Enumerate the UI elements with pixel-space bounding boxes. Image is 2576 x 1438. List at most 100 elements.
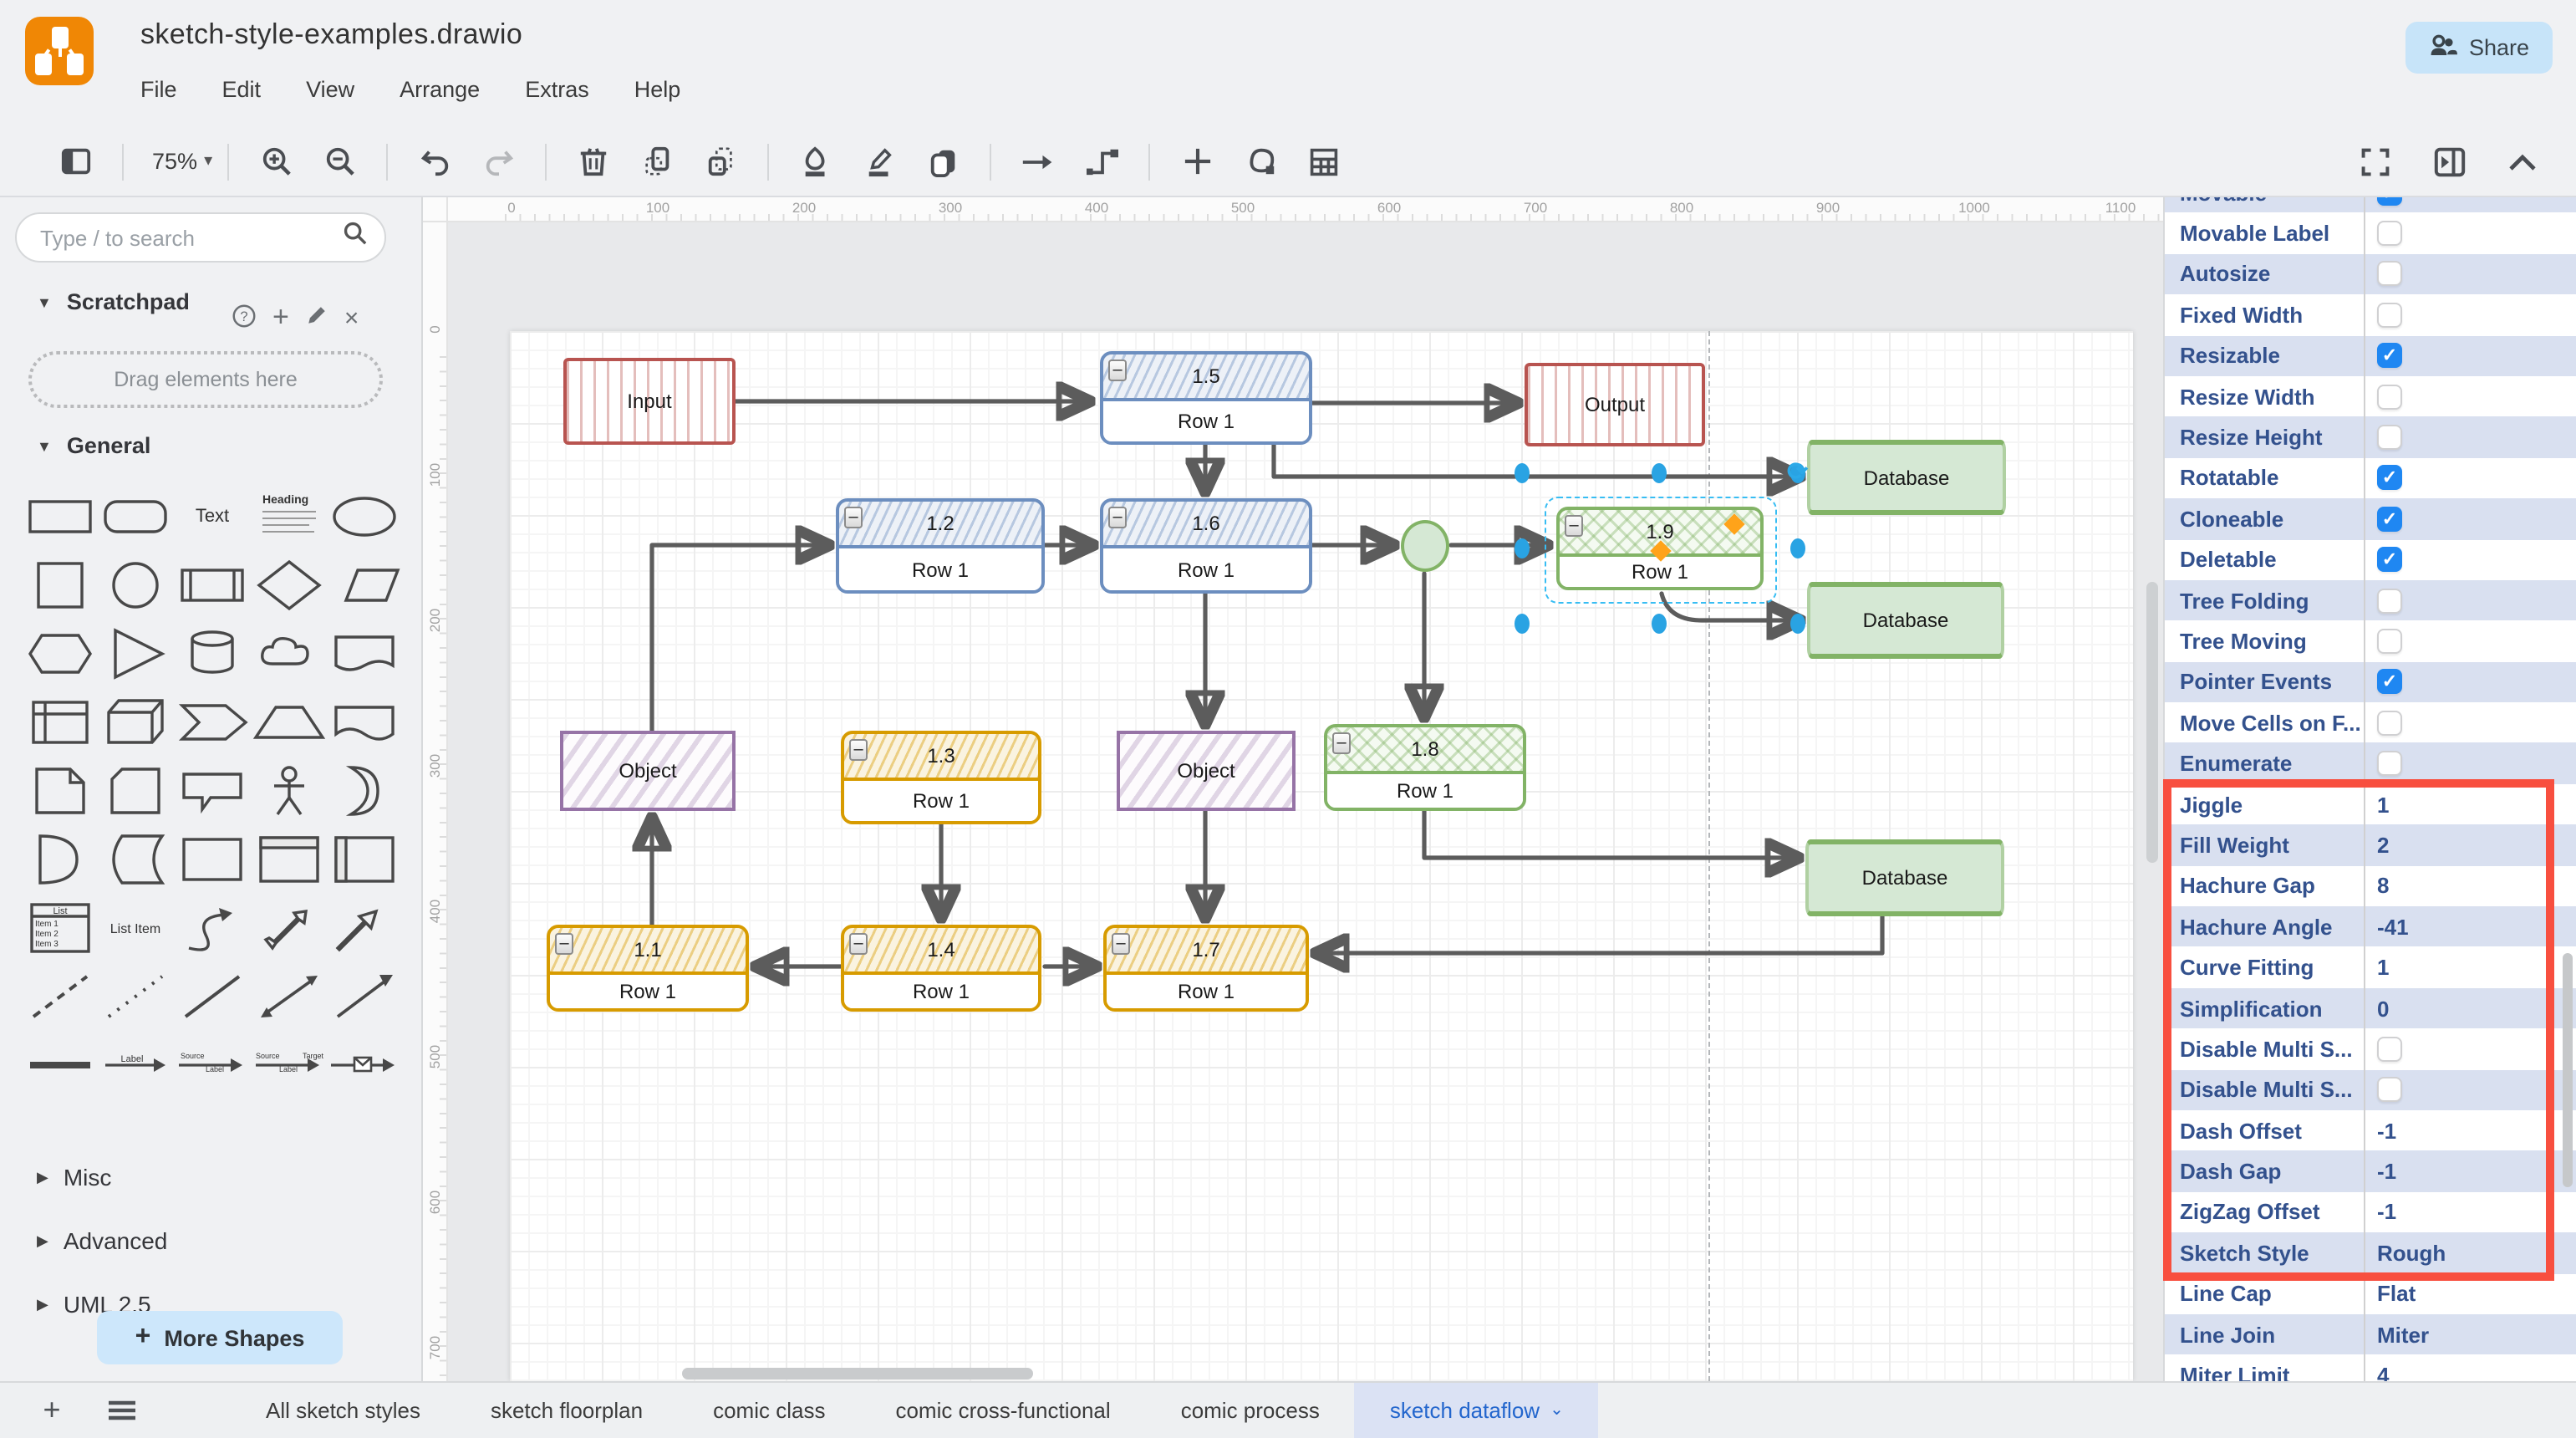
- shape-link[interactable]: [22, 1030, 98, 1099]
- general-section[interactable]: ▼ General: [37, 433, 150, 458]
- freehand-button[interactable]: [1239, 140, 1282, 183]
- unchecked-checkbox[interactable]: [2377, 1078, 2402, 1103]
- menu-extras[interactable]: Extras: [525, 77, 589, 102]
- shape-actor[interactable]: [251, 756, 327, 824]
- shape-cloud[interactable]: [251, 619, 327, 687]
- unchecked-checkbox[interactable]: [2377, 384, 2402, 409]
- checked-checkbox[interactable]: ✓: [2377, 670, 2402, 695]
- node-n17[interactable]: 1.7Row 1–: [1103, 925, 1309, 1012]
- property-value[interactable]: 4: [2377, 1363, 2389, 1381]
- shape-bidirectional-connector[interactable]: [251, 961, 327, 1030]
- waypoints-button[interactable]: [1080, 140, 1123, 183]
- property-value[interactable]: Flat: [2377, 1281, 2416, 1306]
- shape-triangle[interactable]: [98, 619, 174, 687]
- section-misc[interactable]: ▶Misc: [37, 1164, 111, 1191]
- property-value[interactable]: -1: [2377, 1200, 2396, 1225]
- panel-toggle-button[interactable]: [53, 140, 97, 183]
- shape-note[interactable]: [22, 756, 98, 824]
- page-tab-sketch-floorplan[interactable]: sketch floorplan: [456, 1383, 678, 1438]
- unchecked-checkbox[interactable]: [2377, 221, 2402, 246]
- zoom-out-button[interactable]: [318, 140, 361, 183]
- shape-and[interactable]: [22, 824, 98, 893]
- shape-data-storage[interactable]: [98, 824, 174, 893]
- shape-callout[interactable]: [174, 756, 250, 824]
- fullscreen-button[interactable]: [2354, 140, 2397, 184]
- shape-document[interactable]: [327, 619, 403, 687]
- scratchpad-dropzone[interactable]: Drag elements here: [28, 351, 383, 408]
- menu-arrange[interactable]: Arrange: [400, 77, 480, 102]
- page-tab-comic-cross-functional[interactable]: comic cross-functional: [860, 1383, 1145, 1438]
- shape-parallelogram[interactable]: [327, 550, 403, 619]
- panel-scrollbar[interactable]: [2563, 953, 2573, 1187]
- collapse-icon[interactable]: –: [1112, 933, 1130, 955]
- menu-file[interactable]: File: [140, 77, 177, 102]
- collapse-icon[interactable]: –: [849, 739, 868, 761]
- collapse-icon[interactable]: –: [1108, 507, 1127, 528]
- scratchpad-help-icon[interactable]: ?: [232, 303, 256, 332]
- shape-step[interactable]: [174, 687, 250, 756]
- node-db2[interactable]: Database: [1807, 582, 2004, 659]
- to-back-button[interactable]: [699, 140, 742, 183]
- node-objL[interactable]: Object: [560, 731, 736, 811]
- share-button[interactable]: Share: [2405, 22, 2553, 74]
- shape-or[interactable]: [327, 756, 403, 824]
- shape-dashed-line[interactable]: [22, 961, 98, 1030]
- collapse-icon[interactable]: –: [849, 933, 868, 955]
- shape-hexagon[interactable]: [22, 619, 98, 687]
- node-n19[interactable]: 1.9Row 1–: [1556, 507, 1764, 590]
- shape-arrow-envelope[interactable]: [327, 1030, 403, 1099]
- shape-vertical-container[interactable]: [251, 824, 327, 893]
- selection-handle[interactable]: [1514, 463, 1529, 483]
- scratchpad-section[interactable]: ▼ Scratchpad: [37, 289, 190, 314]
- collapse-icon[interactable]: –: [555, 933, 573, 955]
- checked-checkbox[interactable]: ✓: [2377, 547, 2402, 572]
- line-color-button[interactable]: [858, 140, 901, 183]
- insert-button[interactable]: [1175, 140, 1219, 183]
- checked-checkbox[interactable]: ✓: [2377, 344, 2402, 369]
- diagram-canvas[interactable]: Input1.5Row 1–OutputDatabase1.2Row 1–1.6…: [423, 197, 2165, 1381]
- undo-button[interactable]: [413, 140, 456, 183]
- property-value[interactable]: 0: [2377, 996, 2389, 1021]
- checked-checkbox[interactable]: ✓: [2377, 507, 2402, 532]
- table-button[interactable]: [1302, 140, 1346, 183]
- shape-text[interactable]: Text: [174, 482, 250, 550]
- connection-button[interactable]: [1016, 140, 1060, 183]
- property-value[interactable]: 1: [2377, 955, 2389, 980]
- page-tab-all-sketch-styles[interactable]: All sketch styles: [231, 1383, 456, 1438]
- node-objR[interactable]: Object: [1117, 731, 1296, 811]
- scratchpad-add-icon[interactable]: +: [272, 301, 289, 334]
- redo-button[interactable]: [476, 140, 520, 183]
- collapse-icon[interactable]: –: [844, 507, 863, 528]
- pages-menu-icon[interactable]: [94, 1400, 150, 1421]
- shape-curve[interactable]: [174, 893, 250, 961]
- collapse-icon[interactable]: –: [1332, 732, 1351, 754]
- property-value[interactable]: -41: [2377, 914, 2409, 939]
- rotate-handle-icon[interactable]: ⟳: [1787, 456, 1808, 487]
- menu-help[interactable]: Help: [634, 77, 681, 102]
- property-value[interactable]: 2: [2377, 833, 2389, 858]
- selection-handle[interactable]: [1789, 614, 1805, 634]
- node-n14[interactable]: 1.4Row 1–: [841, 925, 1041, 1012]
- page-tab-comic-class[interactable]: comic class: [678, 1383, 860, 1438]
- to-front-button[interactable]: [635, 140, 679, 183]
- unchecked-checkbox[interactable]: [2377, 751, 2402, 776]
- unchecked-checkbox[interactable]: [2377, 262, 2402, 287]
- shape-arrow-source-target[interactable]: SourceLabelTarget: [251, 1030, 327, 1099]
- shape-rounded-rectangle[interactable]: [98, 482, 174, 550]
- property-value[interactable]: -1: [2377, 1118, 2396, 1143]
- selection-handle[interactable]: [1514, 614, 1529, 634]
- format-panel-button[interactable]: [2427, 140, 2471, 184]
- node-n16[interactable]: 1.6Row 1–: [1100, 498, 1312, 594]
- node-n12[interactable]: 1.2Row 1–: [836, 498, 1045, 594]
- delete-button[interactable]: [572, 140, 615, 183]
- selection-handle[interactable]: [1789, 538, 1805, 558]
- node-n15[interactable]: 1.5Row 1–: [1100, 351, 1312, 445]
- shape-rectangle[interactable]: [22, 482, 98, 550]
- page-tab-comic-process[interactable]: comic process: [1146, 1383, 1355, 1438]
- collapse-icon[interactable]: –: [1565, 515, 1583, 537]
- checked-checkbox[interactable]: ✓: [2377, 466, 2402, 491]
- shape-diamond[interactable]: [251, 550, 327, 619]
- page-tab-sketch-dataflow[interactable]: sketch dataflow⌄: [1355, 1383, 1599, 1438]
- unchecked-checkbox[interactable]: [2377, 303, 2402, 328]
- selection-handle[interactable]: [1514, 538, 1529, 558]
